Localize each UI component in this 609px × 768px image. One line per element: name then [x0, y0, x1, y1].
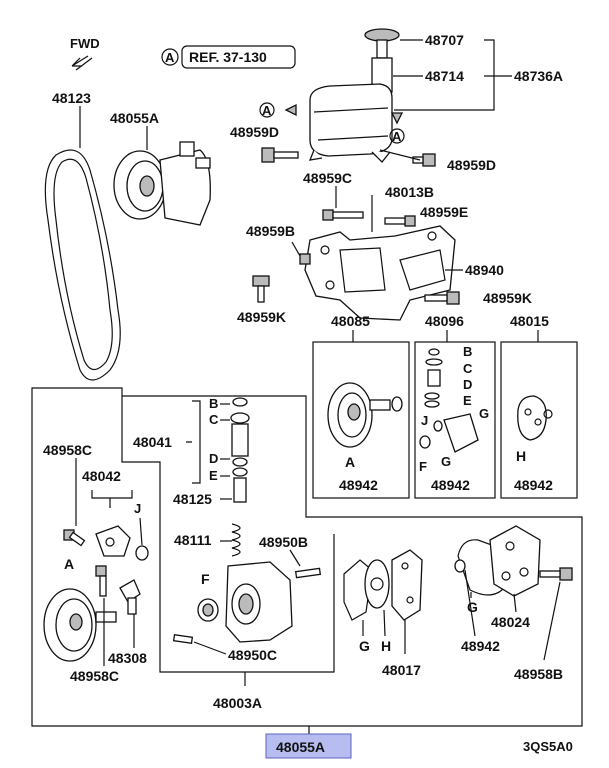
callout-48714: 48714: [425, 68, 464, 84]
callout-48111: 48111: [174, 532, 212, 548]
valve-label-e: E: [209, 468, 218, 483]
callout-48055A-top: 48055A: [110, 110, 159, 126]
bolt-48958C-bottom: [95, 565, 107, 597]
callout-48125: 48125: [173, 491, 212, 507]
box2-callout-48942: 48942: [431, 477, 470, 493]
ref-a-right: A: [392, 129, 402, 144]
label-g-lower-1: G: [359, 638, 370, 654]
pump-housing-48003A: [197, 561, 293, 643]
box1-callout-48942: 48942: [339, 477, 378, 493]
sensor-48308: [119, 579, 141, 615]
seal-48015: [517, 395, 553, 441]
box3-label-h: H: [516, 448, 526, 464]
callout-48959B: 48959B: [246, 223, 295, 239]
pin-48950B: [294, 567, 322, 579]
valve-label-c: C: [209, 412, 219, 427]
valve-stack: [230, 397, 250, 557]
callout-48017: 48017: [382, 662, 421, 678]
callout-48950B: 48950B: [259, 534, 308, 550]
reservoir-assembly: [308, 28, 400, 163]
callout-48015: 48015: [510, 313, 549, 329]
seal-kit-48096: [419, 348, 479, 453]
pump-48055A-top: [113, 141, 211, 226]
callout-48958C-top: 48958C: [43, 442, 92, 458]
box2-label-j: J: [421, 413, 428, 428]
box-48096: [414, 341, 496, 499]
callout-48959C: 48959C: [303, 170, 352, 186]
callout-48041: 48041: [133, 434, 172, 450]
callout-48042: 48042: [82, 468, 121, 484]
callout-48942-lower: 48942: [461, 638, 500, 654]
box2-label-d: D: [463, 377, 472, 392]
label-a-lower: A: [64, 556, 74, 572]
callout-48096: 48096: [425, 313, 464, 329]
label-g-lower-2: G: [467, 599, 478, 615]
diagram-code: 3QS5A0: [523, 739, 573, 754]
box2-label-g2: G: [441, 454, 451, 469]
cover-48017: [343, 549, 423, 621]
housing-label-f: F: [201, 571, 210, 587]
label-j-lower: J: [134, 501, 141, 516]
highlight-box: [265, 733, 352, 759]
pin-48950C: [172, 634, 194, 644]
bolt-48959E: [384, 215, 416, 227]
callout-48959K-left: 48959K: [237, 309, 286, 325]
callout-48959E: 48959E: [420, 204, 468, 220]
callout-48085: 48085: [331, 313, 370, 329]
plate-48024: [454, 525, 541, 597]
bolt-48959K-left: [252, 275, 270, 303]
bolt-48958C-top: [63, 529, 86, 547]
callout-48013B: 48013B: [385, 184, 434, 200]
box-48085: [312, 341, 410, 499]
box1-ref-a: A: [345, 454, 355, 470]
drive-belt: [44, 149, 121, 381]
pulley-lower: [43, 588, 117, 662]
ref-box: [181, 45, 296, 69]
callout-48707: 48707: [425, 32, 464, 48]
bracket-48940: [304, 225, 456, 321]
callout-48959D-right: 48959D: [447, 157, 496, 173]
box2-label-g1: G: [479, 406, 489, 421]
assembly-frame: [31, 387, 583, 727]
callout-48123: 48123: [52, 90, 91, 106]
callout-48959D-left: 48959D: [230, 124, 279, 140]
reservoir-tank: [309, 83, 393, 157]
box2-label-c: C: [463, 361, 473, 376]
fwd-arrow-icon: [71, 55, 93, 71]
callout-48003A: 48003A: [213, 695, 262, 711]
box2-label-b: B: [463, 344, 472, 359]
box2-label-f: F: [419, 459, 427, 474]
valve-label-b: B: [209, 396, 218, 411]
box3-callout-48942: 48942: [514, 477, 553, 493]
bolt-48959C: [322, 209, 364, 221]
callout-48736A: 48736A: [514, 68, 563, 84]
callout-48308: 48308: [108, 650, 147, 666]
box-48015: [500, 341, 578, 499]
ref-a-left: A: [262, 103, 272, 118]
callout-48940: 48940: [465, 262, 504, 278]
reservoir-cap: [364, 28, 400, 42]
ref-label: REF. 37-130: [189, 49, 267, 65]
ref-circle-letter: A: [165, 50, 175, 65]
bolt-48959D-right: [412, 153, 436, 167]
bolt-48958B: [539, 567, 573, 581]
callout-48950C: 48950C: [228, 647, 277, 663]
valve-label-d: D: [209, 451, 218, 466]
bolt-48959D-left: [261, 147, 299, 163]
box2-label-e: E: [463, 393, 472, 408]
bracket-48042: [95, 525, 149, 561]
callout-48055A-bottom[interactable]: 48055A: [276, 739, 325, 755]
fwd-label: FWD: [70, 36, 100, 51]
callout-48959K-right: 48959K: [483, 290, 532, 306]
callout-48958B: 48958B: [514, 666, 563, 682]
callout-48024: 48024: [491, 614, 530, 630]
label-h-lower: H: [381, 638, 391, 654]
ref-circle-icon: [161, 48, 179, 66]
bolt-48959B: [299, 253, 311, 265]
pulley-48085: [327, 382, 403, 448]
callout-48958C-bottom: 48958C: [70, 668, 119, 684]
bolt-48959K-right: [424, 291, 460, 305]
